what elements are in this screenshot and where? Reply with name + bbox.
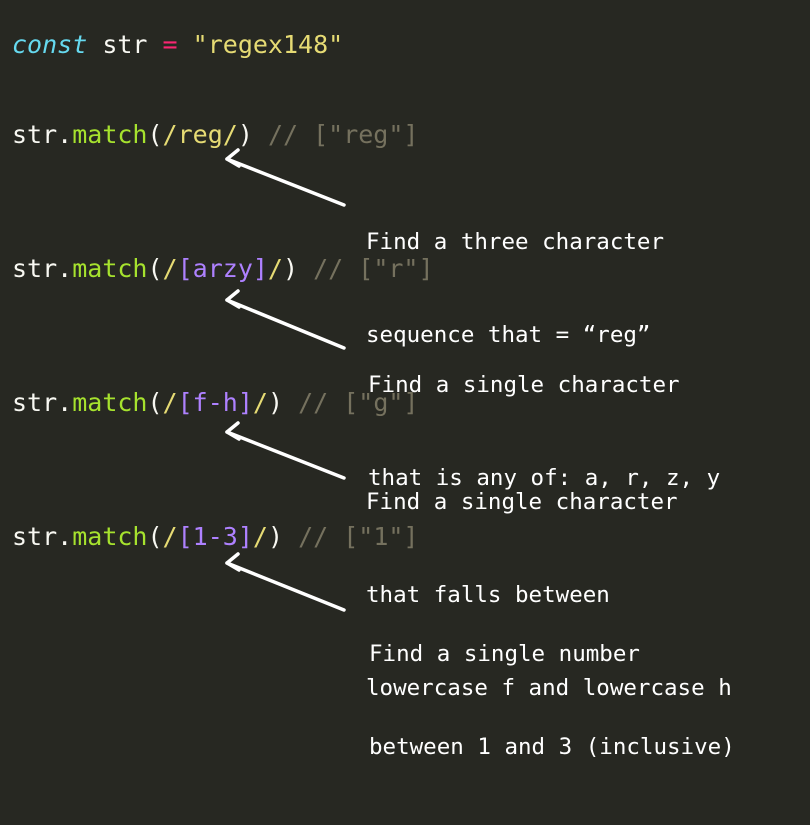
assignment-operator: = xyxy=(162,30,178,59)
object-name: str xyxy=(12,388,58,417)
const-keyword: const xyxy=(12,30,88,59)
string-literal: "regex148" xyxy=(192,30,344,59)
close-paren: ) xyxy=(282,254,299,283)
match-line-3: str.match(/[f-h]/) // ["g"] xyxy=(12,388,418,418)
close-paren: ) xyxy=(267,522,283,551)
regex-delimiter-close: / xyxy=(252,522,268,551)
regex-delimiter-close: / xyxy=(222,120,238,149)
object-name: str xyxy=(12,254,58,283)
annotation-line: Find a three character xyxy=(366,229,665,255)
annotation-line: sequence that = “reg” xyxy=(366,322,651,348)
annotation-4: Find a single number between 1 and 3 (in… xyxy=(369,577,735,825)
result-comment: // ["r"] xyxy=(313,254,434,283)
annotation-line: Find a single character xyxy=(366,489,678,515)
regex-body: reg xyxy=(177,120,223,149)
result-comment: // ["reg"] xyxy=(267,120,419,149)
annotation-2: Find a single character that is any of: … xyxy=(368,308,720,556)
annotation-line: between 1 and 3 (inclusive) xyxy=(369,734,735,760)
dot: . xyxy=(57,522,73,551)
method-name: match xyxy=(72,388,148,417)
dot: . xyxy=(57,254,73,283)
regex-delimiter-open: / xyxy=(162,522,178,551)
close-paren: ) xyxy=(237,120,253,149)
match-line-2: str.match(/[arzy]/) // ["r"] xyxy=(12,254,434,284)
regex-body: [1-3] xyxy=(177,522,253,551)
code-screenshot: const str = "regex148" str.match(/reg/) … xyxy=(12,30,735,760)
regex-delimiter-close: / xyxy=(252,388,268,417)
open-paren: ( xyxy=(147,388,163,417)
regex-delimiter-open: / xyxy=(162,120,178,149)
method-name: match xyxy=(72,522,148,551)
variable-name: str xyxy=(102,30,148,59)
open-paren: ( xyxy=(147,254,163,283)
match-line-1: str.match(/reg/) // ["reg"] xyxy=(12,120,418,150)
dot: . xyxy=(57,388,73,417)
object-name: str xyxy=(12,522,58,551)
dot: . xyxy=(57,120,73,149)
regex-body: [arzy] xyxy=(177,254,268,283)
annotation-line: that is any of: a, r, z, y xyxy=(368,465,721,491)
result-comment: // ["1"] xyxy=(298,522,419,551)
annotation-line: that falls between xyxy=(366,582,610,608)
arrow-1 xyxy=(225,148,346,207)
annotation-1: Find a three character sequence that = “… xyxy=(366,165,664,413)
result-comment: // ["g"] xyxy=(298,388,419,417)
match-line-4: str.match(/[1-3]/) // ["1"] xyxy=(12,522,418,552)
annotation-line: Find a single character xyxy=(368,372,680,398)
annotation-line: Find a single number xyxy=(369,641,640,667)
regex-delimiter-open: / xyxy=(162,388,178,417)
method-name: match xyxy=(72,254,148,283)
close-paren: ) xyxy=(267,388,283,417)
declaration-line: const str = "regex148" xyxy=(12,30,343,60)
regex-delimiter-open: / xyxy=(162,254,178,283)
arrow-4 xyxy=(225,552,346,612)
object-name: str xyxy=(12,120,58,149)
open-paren: ( xyxy=(147,120,163,149)
regex-delimiter-close: / xyxy=(267,254,283,283)
arrow-2 xyxy=(225,289,346,350)
method-name: match xyxy=(72,120,148,149)
regex-body: [f-h] xyxy=(177,388,253,417)
arrow-3 xyxy=(225,421,346,480)
open-paren: ( xyxy=(147,522,163,551)
